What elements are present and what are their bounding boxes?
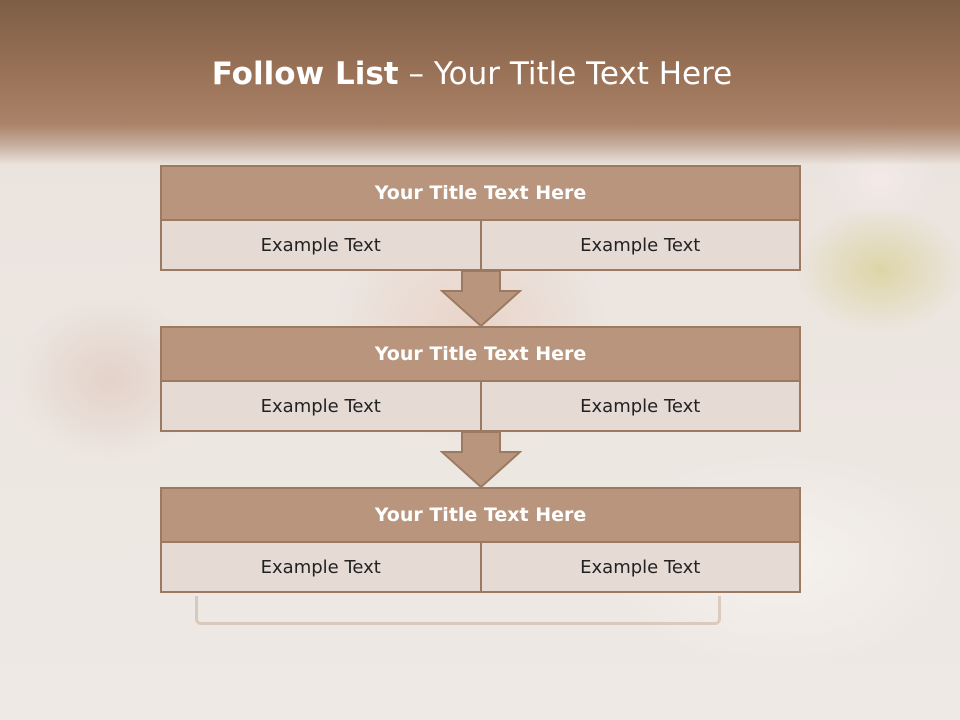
block-title: Your Title Text Here (160, 326, 801, 382)
list-block-3: Your Title Text Here Example Text Exampl… (160, 487, 801, 593)
block-cell-right: Example Text (481, 382, 801, 432)
block-row: Example Text Example Text (160, 543, 801, 593)
block-cell-left: Example Text (160, 221, 482, 271)
block-title: Your Title Text Here (160, 165, 801, 221)
slide-title-rest: – Your Title Text Here (398, 56, 733, 92)
block-title: Your Title Text Here (160, 487, 801, 543)
down-arrow-icon (440, 432, 522, 488)
block-cell-right: Example Text (481, 543, 801, 593)
header-band (0, 0, 960, 165)
slide-title-bold: Follow List (211, 56, 399, 92)
block-row: Example Text Example Text (160, 382, 801, 432)
slide-title: Follow List – Your Title Text Here (0, 56, 944, 92)
block-row: Example Text Example Text (160, 221, 801, 271)
block-cell-right: Example Text (481, 221, 801, 271)
block-cell-left: Example Text (160, 543, 482, 593)
list-block-1: Your Title Text Here Example Text Exampl… (160, 165, 801, 271)
block-cell-left: Example Text (160, 382, 482, 432)
list-block-2: Your Title Text Here Example Text Exampl… (160, 326, 801, 432)
basket-edge (195, 596, 721, 625)
down-arrow-icon (440, 271, 522, 327)
